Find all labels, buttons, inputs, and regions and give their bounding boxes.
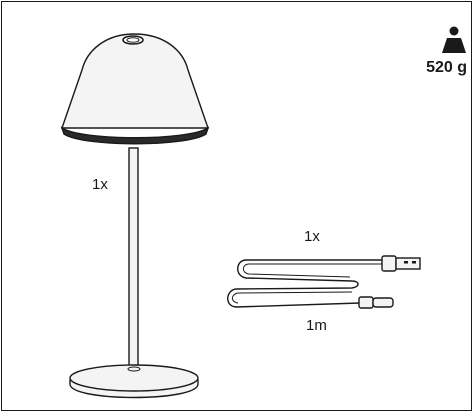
lamp-top-button	[122, 35, 144, 45]
weight-icon	[442, 26, 466, 53]
lamp-stem	[128, 147, 139, 370]
table-lamp	[60, 33, 210, 399]
cable-wire	[227, 259, 384, 308]
cable-length-label: 1m	[306, 317, 327, 334]
usb-a-connector	[381, 255, 421, 272]
weight-value: 520 g	[426, 59, 467, 76]
lamp-quantity-label: 1x	[92, 176, 108, 193]
lamp-shade	[61, 33, 209, 129]
usb-cable	[227, 255, 421, 309]
cable-quantity-label: 1x	[304, 228, 320, 245]
usb-c-connector	[358, 296, 394, 309]
lamp-shade-rim	[60, 126, 210, 145]
